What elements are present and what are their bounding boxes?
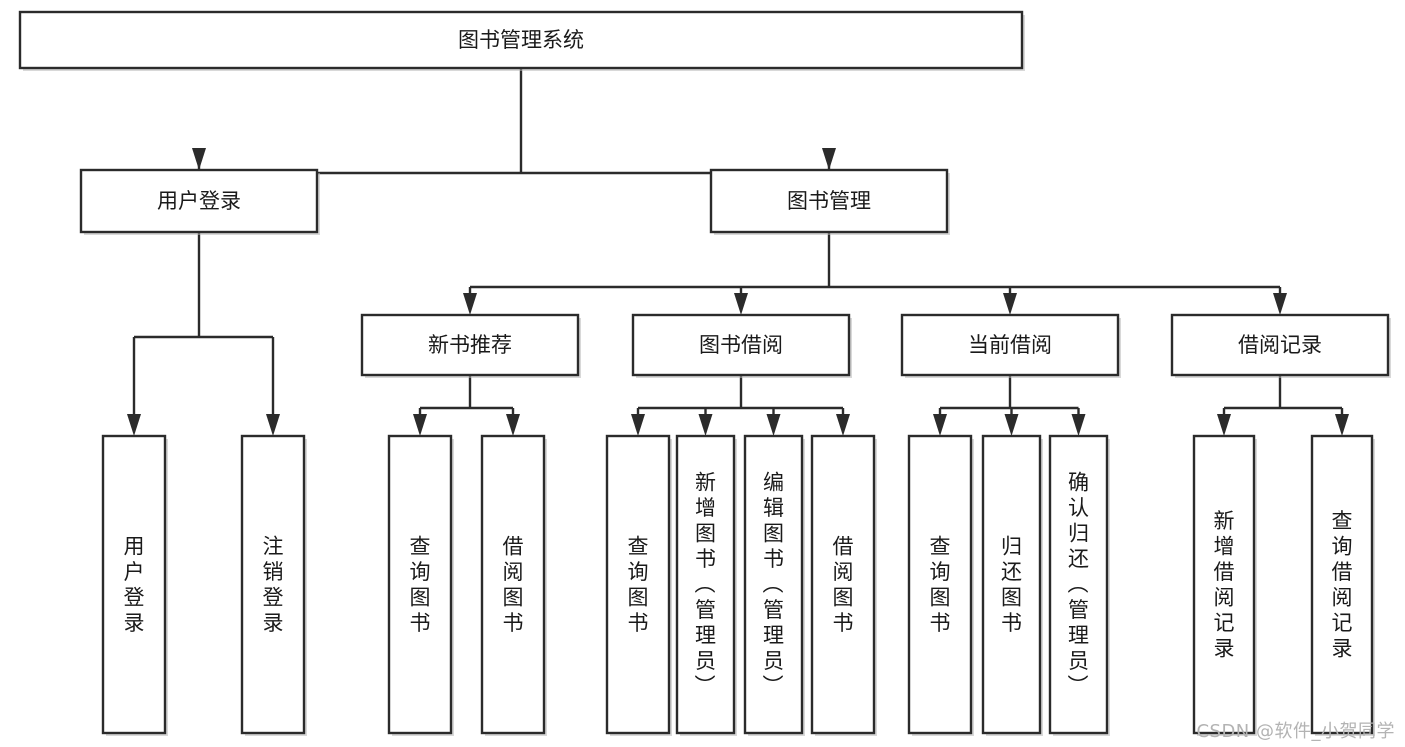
edge-group-user-login xyxy=(127,232,280,436)
node-leaf-query-book-rec[interactable]: 查询图书 xyxy=(387,434,454,736)
node-label-book-borrow: 图书借阅 xyxy=(699,333,783,357)
node-label-leaf-borrow-book: 借阅图书 xyxy=(833,534,854,635)
node-leaf-query-borrow-record[interactable]: 查询借阅记录 xyxy=(1310,434,1375,736)
node-box[interactable] xyxy=(1048,434,1109,735)
node-label-leaf-return-book: 归还图书 xyxy=(1001,534,1022,635)
node-label-leaf-logout: 注销登录 xyxy=(263,534,284,635)
node-label-leaf-edit-book-admin: 编辑图书（管理员） xyxy=(763,471,785,699)
node-label-leaf-query-borrow-record: 查询借阅记录 xyxy=(1332,509,1353,661)
edge-group-new-book-recommend xyxy=(413,375,520,436)
node-label-leaf-add-borrow-record: 新增借阅记录 xyxy=(1214,509,1235,661)
node-leaf-confirm-return-admin[interactable]: 确认归还（管理员） xyxy=(1048,434,1110,736)
node-box[interactable] xyxy=(605,434,671,735)
edge-group-book-management xyxy=(463,232,1287,315)
node-box[interactable] xyxy=(907,434,973,735)
node-leaf-query-book-current[interactable]: 查询图书 xyxy=(907,434,974,736)
node-box[interactable] xyxy=(900,313,1120,377)
node-leaf-borrow-book[interactable]: 借阅图书 xyxy=(810,434,877,736)
node-box[interactable] xyxy=(240,434,306,735)
node-box[interactable] xyxy=(387,434,453,735)
node-box[interactable] xyxy=(709,168,949,234)
csdn-watermark: CSDN @软件_小贺同学 xyxy=(1196,721,1395,742)
nodes-layer: 图书管理系统用户登录图书管理新书推荐图书借阅当前借阅借阅记录用户登录注销登录查询… xyxy=(18,10,1391,736)
node-leaf-return-book[interactable]: 归还图书 xyxy=(981,434,1043,736)
node-label-leaf-query-book-current: 查询图书 xyxy=(930,534,951,635)
node-box[interactable] xyxy=(743,434,804,735)
node-label-leaf-query-book-rec: 查询图书 xyxy=(410,534,431,635)
node-leaf-add-book-admin[interactable]: 新增图书（管理员） xyxy=(675,434,737,736)
node-box[interactable] xyxy=(480,434,546,735)
edge-group-book-borrow xyxy=(631,375,850,436)
node-label-leaf-query-book-borrow: 查询图书 xyxy=(628,534,649,635)
node-box[interactable] xyxy=(79,168,319,234)
node-book-borrow[interactable]: 图书借阅 xyxy=(631,313,852,378)
node-label-current-borrow: 当前借阅 xyxy=(968,333,1052,357)
node-box[interactable] xyxy=(631,313,851,377)
node-leaf-borrow-book-rec[interactable]: 借阅图书 xyxy=(480,434,547,736)
node-label-leaf-borrow-book-rec: 借阅图书 xyxy=(503,534,524,635)
node-label-new-book-recommend: 新书推荐 xyxy=(428,333,512,357)
node-leaf-user-login[interactable]: 用户登录 xyxy=(101,434,168,736)
node-box[interactable] xyxy=(675,434,736,735)
node-box[interactable] xyxy=(101,434,167,735)
node-label-user-login: 用户登录 xyxy=(157,189,241,213)
node-box[interactable] xyxy=(360,313,580,377)
node-box[interactable] xyxy=(1192,434,1256,735)
node-leaf-query-book-borrow[interactable]: 查询图书 xyxy=(605,434,672,736)
node-label-root: 图书管理系统 xyxy=(458,28,584,52)
edge-group-current-borrow xyxy=(933,375,1086,436)
node-borrow-records[interactable]: 借阅记录 xyxy=(1170,313,1391,378)
node-label-leaf-user-login: 用户登录 xyxy=(124,534,145,635)
node-root[interactable]: 图书管理系统 xyxy=(18,10,1025,71)
node-box[interactable] xyxy=(1310,434,1374,735)
node-user-login[interactable]: 用户登录 xyxy=(79,168,320,235)
edges-layer xyxy=(127,68,1349,436)
node-label-book-management: 图书管理 xyxy=(787,189,871,213)
node-leaf-edit-book-admin[interactable]: 编辑图书（管理员） xyxy=(743,434,805,736)
node-box[interactable] xyxy=(1170,313,1390,377)
node-book-management[interactable]: 图书管理 xyxy=(709,168,950,235)
node-box[interactable] xyxy=(810,434,876,735)
node-leaf-add-borrow-record[interactable]: 新增借阅记录 xyxy=(1192,434,1257,736)
node-label-borrow-records: 借阅记录 xyxy=(1238,333,1322,357)
node-new-book-recommend[interactable]: 新书推荐 xyxy=(360,313,581,378)
node-label-leaf-add-book-admin: 新增图书（管理员） xyxy=(695,471,717,699)
edge-group-borrow-records xyxy=(1217,375,1349,436)
node-box[interactable] xyxy=(18,10,1024,70)
node-current-borrow[interactable]: 当前借阅 xyxy=(900,313,1121,378)
node-box[interactable] xyxy=(981,434,1042,735)
node-leaf-logout[interactable]: 注销登录 xyxy=(240,434,307,736)
node-label-leaf-confirm-return-admin: 确认归还（管理员） xyxy=(1068,471,1090,699)
edge-group-root xyxy=(192,68,836,175)
